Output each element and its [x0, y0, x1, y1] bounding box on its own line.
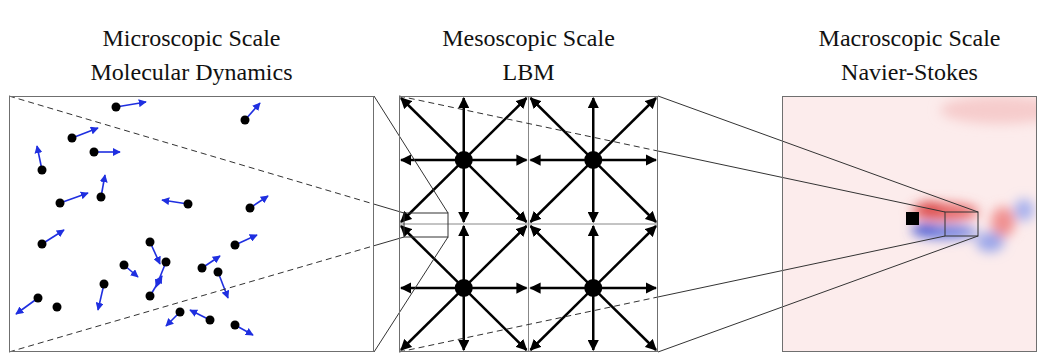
- lattice-node: [584, 151, 602, 169]
- zoom-window: [945, 212, 978, 236]
- molecule: [38, 240, 47, 249]
- velocity-arrow: [592, 226, 595, 280]
- panel-heading: Microscopic ScaleMolecular Dynamics: [91, 21, 293, 89]
- velocity-arrow: [469, 166, 526, 222]
- zoom-line: [658, 236, 945, 297]
- velocity-arrow: [469, 226, 526, 282]
- molecule: [97, 193, 106, 202]
- scale-panel: Mesoscopic ScaleLBM: [399, 96, 658, 352]
- lattice-node: [584, 279, 602, 297]
- molecule: [214, 268, 223, 277]
- velocity-arrow: [469, 98, 526, 154]
- heading-text: Molecular Dynamics: [91, 55, 293, 89]
- molecule: [206, 316, 215, 325]
- panel-heading: Macroscopic ScaleNavier-Stokes: [819, 21, 1001, 89]
- panel-heading: Mesoscopic ScaleLBM: [442, 21, 615, 89]
- velocity-arrow: [531, 287, 586, 290]
- velocity-arrow: [401, 166, 458, 222]
- molecule: [231, 321, 240, 330]
- zoom-line: [658, 236, 978, 352]
- velocity-arrow: [531, 166, 588, 222]
- molecule: [176, 308, 185, 317]
- velocity-arrow: [116, 102, 146, 107]
- heading-text: Microscopic Scale: [91, 21, 293, 55]
- heading-text: LBM: [442, 55, 615, 89]
- velocity-arrow: [592, 168, 595, 222]
- velocity-arrow: [472, 159, 527, 162]
- molecule: [146, 238, 155, 247]
- zoom-line: [658, 96, 978, 212]
- velocity-arrow: [401, 159, 456, 162]
- molecule: [112, 103, 121, 112]
- scale-panel: Macroscopic ScaleNavier-Stokes: [782, 96, 1037, 352]
- velocity-arrow: [401, 287, 456, 290]
- velocity-arrow: [599, 294, 656, 350]
- velocity-arrow: [601, 287, 656, 290]
- zoom-line: [658, 151, 945, 212]
- molecule: [100, 280, 109, 289]
- scale-panel: Microscopic ScaleMolecular Dynamics: [9, 96, 374, 352]
- velocity-arrow: [472, 287, 527, 290]
- zoom-line: [374, 237, 448, 352]
- grid-line: [399, 224, 658, 225]
- zoom-lines: [9, 96, 978, 352]
- molecule: [184, 200, 193, 209]
- lattice-node: [455, 151, 473, 169]
- zoom-line: [9, 96, 374, 204]
- particles: [16, 102, 268, 335]
- heading-text: Navier-Stokes: [819, 55, 1001, 89]
- velocity-arrow: [469, 294, 526, 350]
- molecule: [162, 258, 171, 267]
- flow-field: [782, 96, 1037, 352]
- velocity-arrow: [463, 226, 466, 280]
- molecule: [120, 261, 129, 270]
- heading-text: Macroscopic Scale: [819, 21, 1001, 55]
- obstacle: [906, 212, 919, 225]
- velocity-arrow: [592, 296, 595, 350]
- velocity-arrow: [599, 166, 656, 222]
- zoom-line: [374, 96, 448, 213]
- molecule: [241, 116, 250, 125]
- lattice-node: [455, 279, 473, 297]
- molecule: [68, 134, 77, 143]
- molecule: [56, 199, 65, 208]
- molecule: [34, 294, 43, 303]
- zoom-line: [399, 96, 658, 151]
- velocity-arrow: [463, 296, 466, 350]
- molecule: [38, 166, 47, 175]
- velocity-arrow: [531, 226, 588, 282]
- velocity-arrow: [531, 159, 586, 162]
- velocity-arrow: [592, 98, 595, 152]
- molecule: [231, 241, 240, 250]
- heading-text: Mesoscopic Scale: [442, 21, 615, 55]
- molecule: [246, 204, 255, 213]
- velocity-arrow: [463, 98, 466, 152]
- lattice: [399, 96, 658, 352]
- velocity-arrow: [463, 168, 466, 222]
- zoom-line: [399, 297, 658, 352]
- velocity-arrow: [401, 226, 458, 282]
- molecule: [53, 303, 62, 312]
- velocity-arrow: [599, 98, 656, 154]
- molecule: [90, 148, 99, 157]
- velocity-arrow: [601, 159, 656, 162]
- zoom-window: [404, 213, 448, 237]
- molecule: [146, 292, 155, 301]
- molecule: [198, 264, 207, 273]
- velocity-arrow: [599, 226, 656, 282]
- zoom-line: [9, 246, 374, 352]
